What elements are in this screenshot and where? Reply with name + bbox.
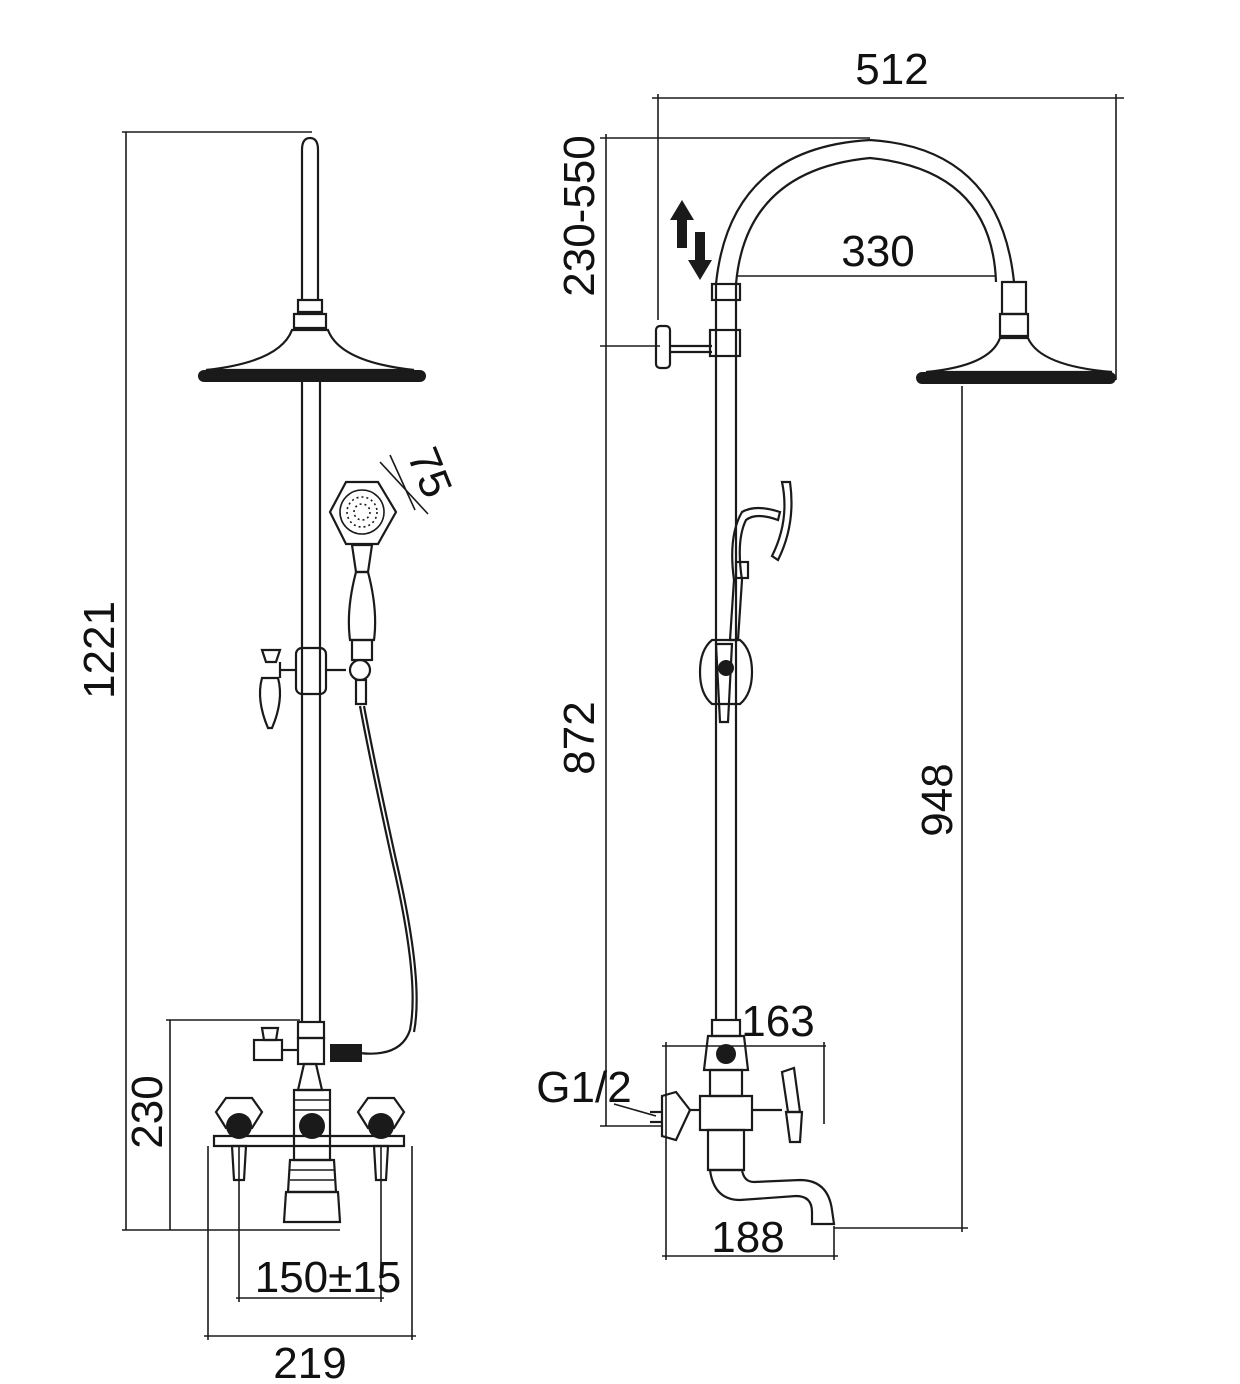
dim-163: 163 xyxy=(662,997,826,1260)
mixer-height-label: 230 xyxy=(123,1075,172,1148)
arc-height-range-label: 230-550 xyxy=(555,135,604,296)
slide-holder-front xyxy=(258,646,372,730)
hand-shower-size-label: 75 xyxy=(398,441,462,505)
dim-219: 219 xyxy=(204,1146,416,1384)
dim-948: 948 xyxy=(834,386,968,1232)
spout-length-label: 188 xyxy=(711,1213,784,1262)
rain-shower-head-side xyxy=(916,280,1116,384)
dim-g12: G1/2 xyxy=(536,1063,657,1117)
dim-872: 872 xyxy=(555,350,662,1127)
dim-230-550: 230-550 xyxy=(555,134,870,350)
arc-width-label: 330 xyxy=(841,227,914,276)
mixer-body-front xyxy=(212,1062,406,1224)
inlet-spacing-label: 150±15 xyxy=(255,1253,402,1302)
head-height-label: 948 xyxy=(913,763,962,836)
total-height-label: 1221 xyxy=(75,601,124,699)
front-view: 75 xyxy=(75,131,462,1384)
height-adjust-arrows-icon xyxy=(670,200,712,280)
hand-shower-front: 75 xyxy=(328,441,462,706)
dim-512: 512 xyxy=(652,45,1124,380)
spout-offset-label: 163 xyxy=(741,997,814,1046)
wall-bracket-height-label: 872 xyxy=(555,701,604,774)
dim-150: 150±15 xyxy=(236,1146,401,1302)
dim-1221: 1221 xyxy=(75,131,340,1231)
arc-pipe: 330 xyxy=(714,138,1016,285)
dim-230: 230 xyxy=(123,1019,300,1230)
side-view: 330 xyxy=(536,45,1124,1262)
mixer-body-side xyxy=(650,1018,836,1226)
hand-shower-side xyxy=(728,480,793,642)
overall-width-label: 512 xyxy=(855,45,928,94)
diverter-front xyxy=(252,1020,362,1066)
mixer-width-label: 219 xyxy=(273,1339,346,1384)
slide-holder-side xyxy=(698,638,754,724)
wall-bracket xyxy=(654,324,742,370)
dim-188: 188 xyxy=(662,1213,838,1262)
inlet-thread-label: G1/2 xyxy=(536,1063,631,1112)
rain-shower-head-front xyxy=(198,312,426,382)
